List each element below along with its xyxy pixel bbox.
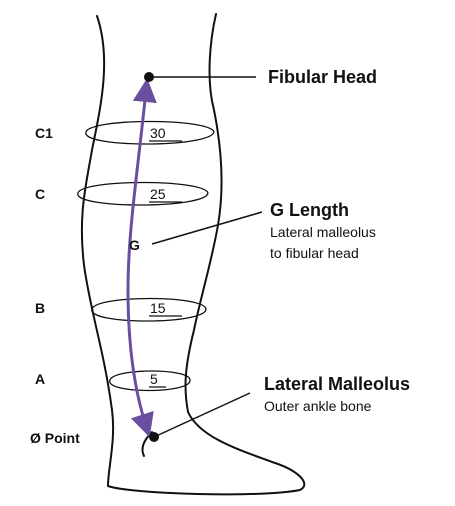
level-label-c1: C1	[35, 125, 53, 141]
level-label-zero-point: Ø Point	[30, 430, 80, 446]
level-label-c: C	[35, 186, 45, 202]
arrow-label-g: G	[129, 237, 140, 253]
callout-lateral-malleolus-subtitle: Outer ankle bone	[264, 398, 372, 414]
ring-b	[92, 299, 206, 322]
g-length-leader	[152, 212, 262, 244]
value-b: 15	[150, 300, 166, 316]
callout-g-length-line1: Lateral malleolus	[270, 224, 376, 240]
callout-fibular-head-title: Fibular Head	[268, 67, 377, 87]
callout-lateral-malleolus-title: Lateral Malleolus	[264, 374, 410, 394]
callout-g-length-title: G Length	[270, 200, 349, 220]
value-a: 5	[150, 371, 158, 387]
g-length-arrow	[128, 90, 146, 426]
callout-g-length-line2: to fibular head	[270, 245, 359, 261]
level-label-a: A	[35, 371, 45, 387]
value-c1: 30	[150, 125, 166, 141]
level-label-b: B	[35, 300, 45, 316]
value-c: 25	[150, 186, 166, 202]
ring-c	[78, 183, 208, 206]
